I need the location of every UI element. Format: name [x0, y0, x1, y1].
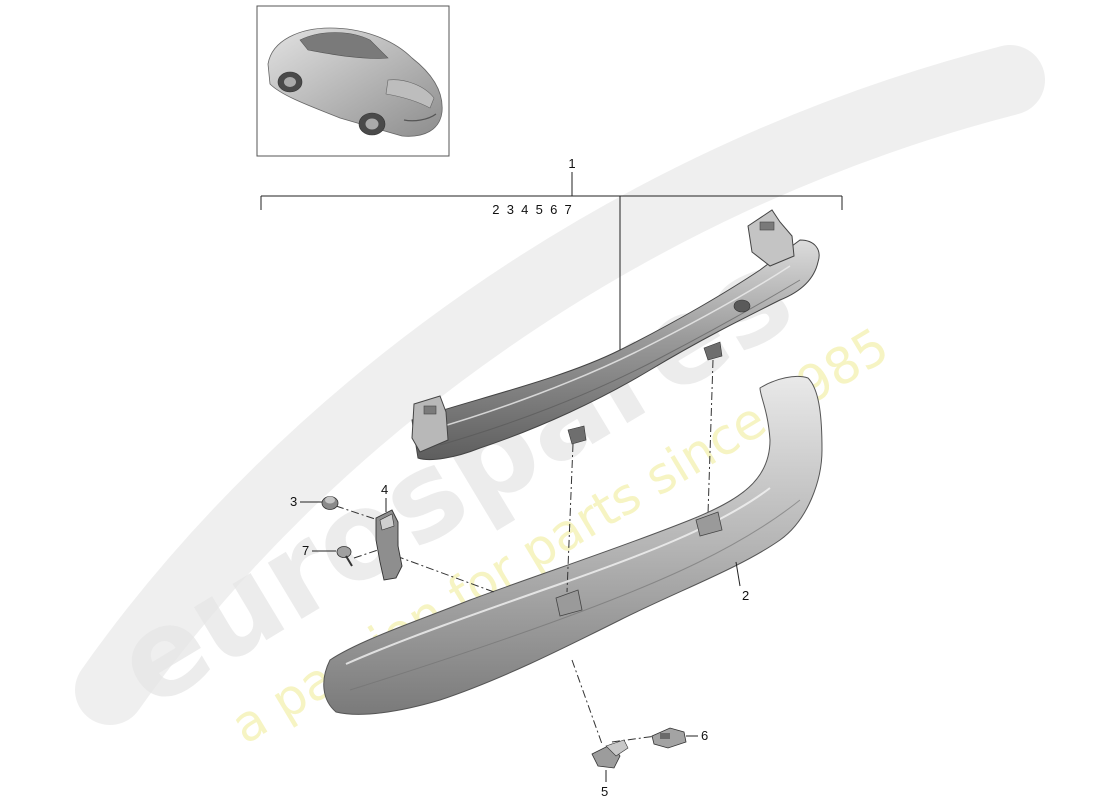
clip-part-5: [591, 739, 629, 769]
screw-part-7: [336, 546, 353, 567]
car-rear-three-quarter-icon: [267, 27, 443, 137]
bumper-reinforcement-beam: [411, 209, 820, 461]
callout-1-label: 1: [568, 156, 575, 171]
sensor-holder-part-6: [651, 727, 687, 749]
watermark-swoosh: [75, 45, 1045, 725]
callout-4-label: 4: [381, 482, 388, 497]
callout-5-label: 5: [601, 784, 608, 799]
callout-7-label: 7: [302, 543, 309, 558]
nut-part-3: [321, 496, 339, 510]
impact-absorber: [323, 375, 823, 715]
callout-group-members: 2 3 4 5 6 7: [492, 202, 572, 217]
bracket-part-4: [375, 509, 403, 581]
vehicle-thumbnail: [256, 5, 450, 157]
group-callout: 1 2 3 4 5 6 7: [260, 156, 843, 352]
leader-lines: [300, 498, 741, 782]
assembly-lines: [335, 359, 714, 745]
callout-3-label: 3: [290, 494, 297, 509]
callout-6-label: 6: [701, 728, 708, 743]
callout-labels: 2 3 4 5 6 7: [290, 482, 749, 799]
callout-2-label: 2: [742, 588, 749, 603]
